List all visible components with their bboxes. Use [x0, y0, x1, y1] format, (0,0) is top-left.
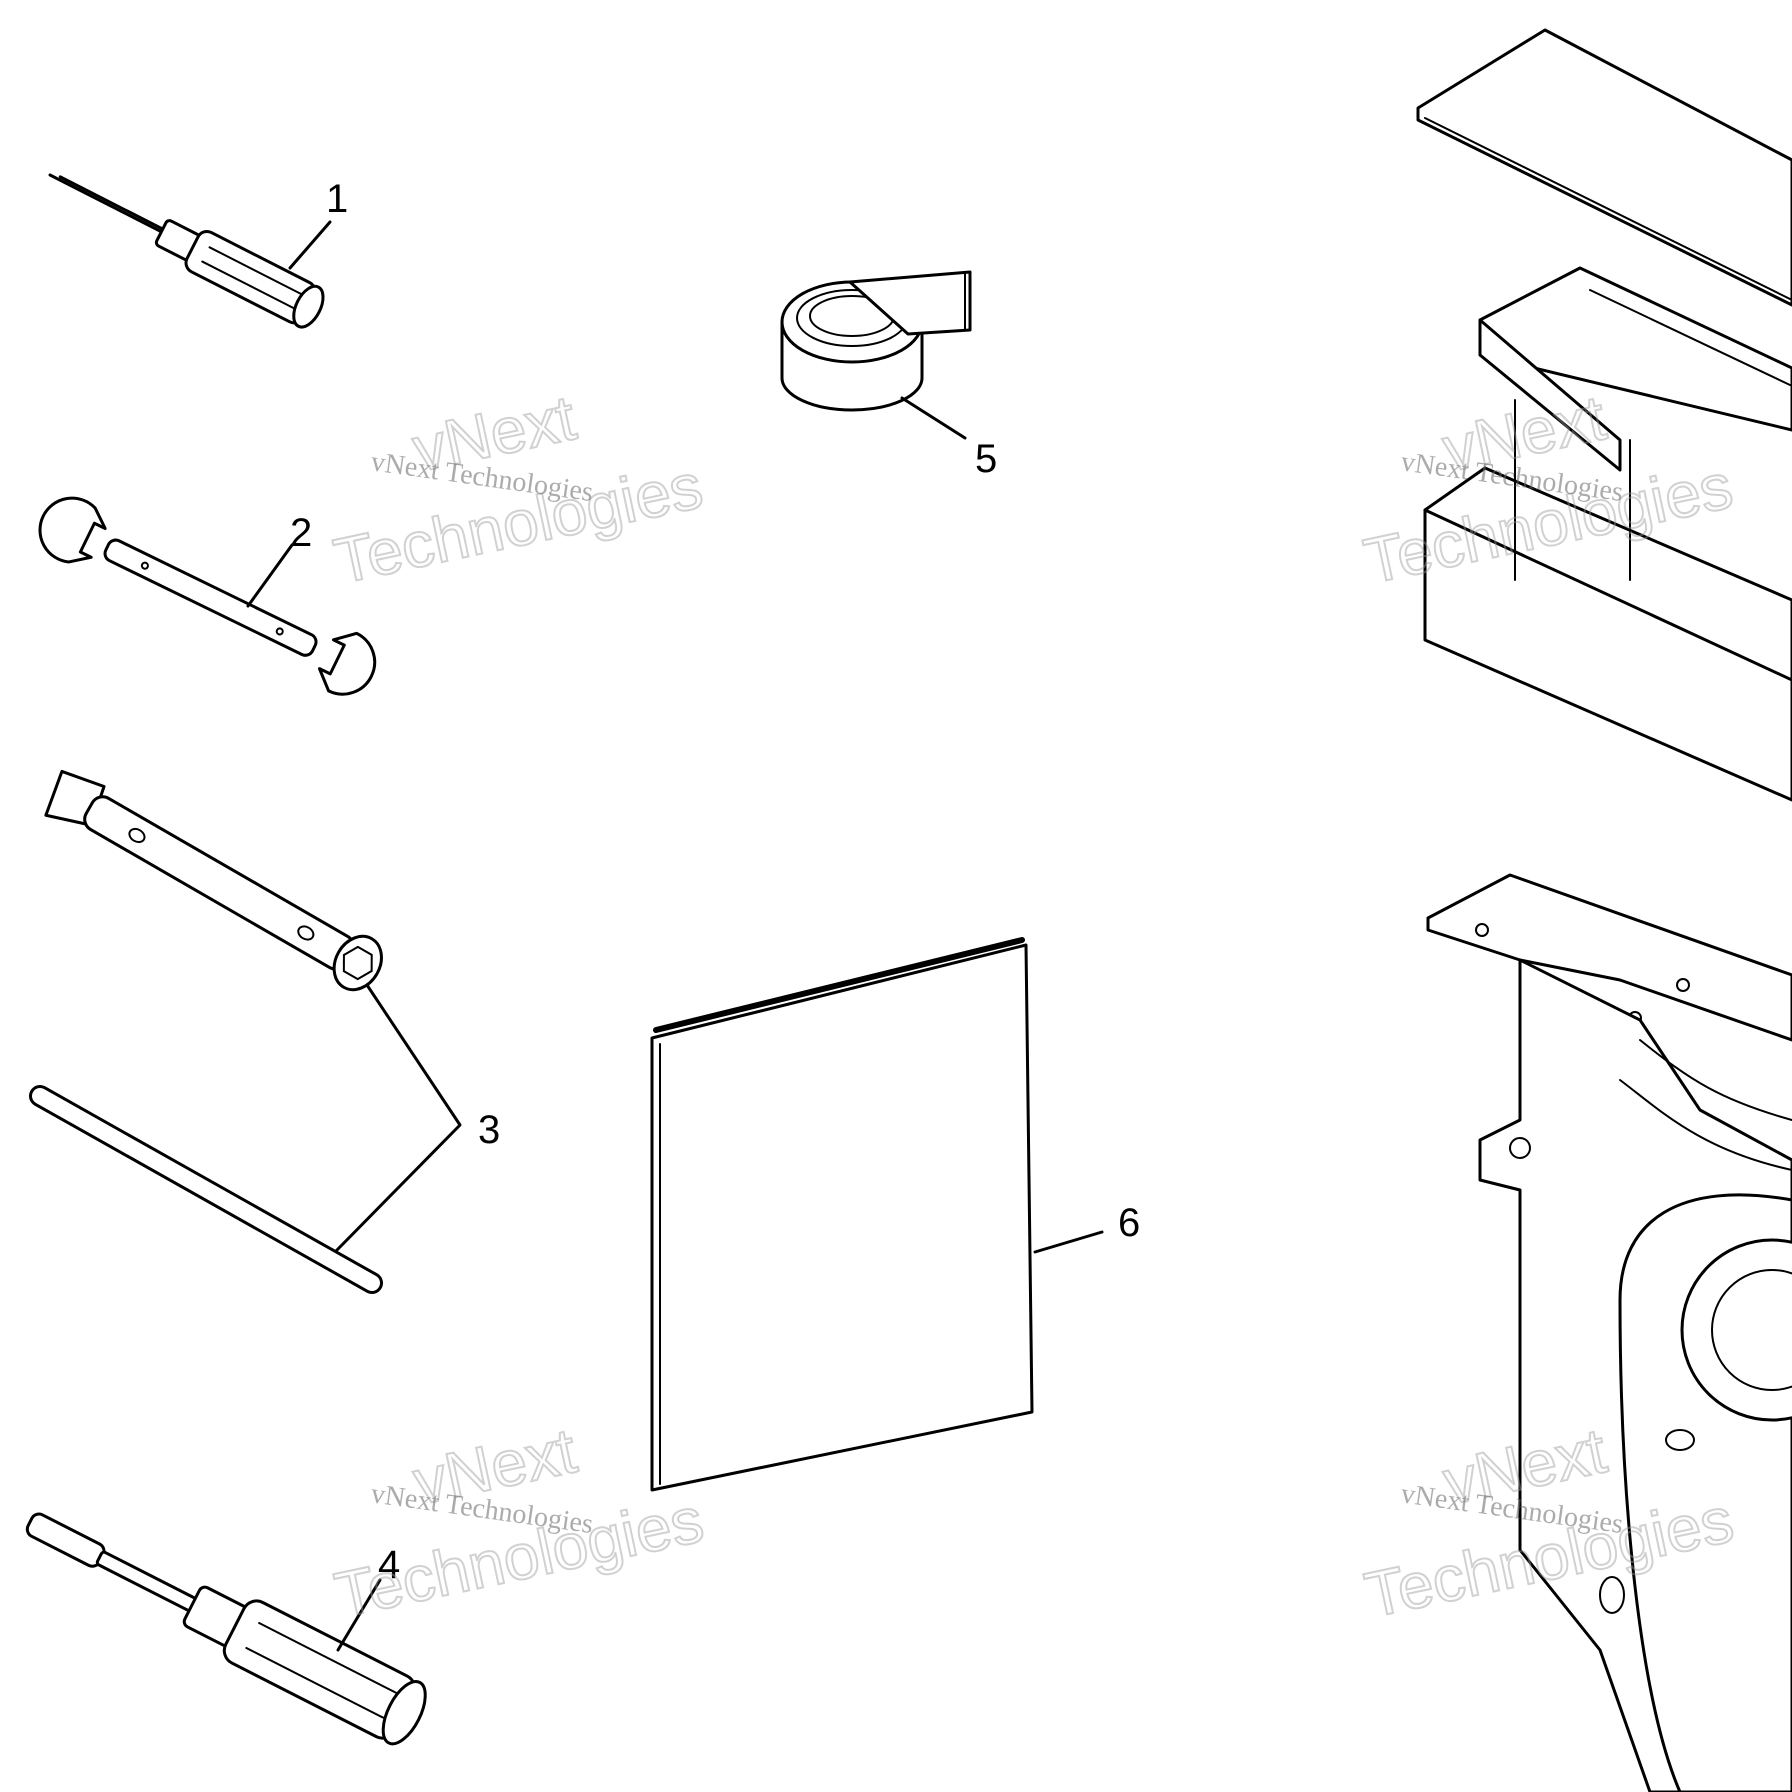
leader-4 — [336, 1578, 382, 1652]
screwdriver-small — [48, 173, 325, 329]
leader-3 — [335, 983, 462, 1252]
tape-roll — [780, 270, 972, 412]
pump-housing — [1426, 873, 1792, 1792]
callout-2: 2 — [290, 511, 312, 555]
callout-4: 4 — [378, 1543, 400, 1587]
leader-5 — [900, 396, 967, 440]
tommy-bar — [29, 1085, 383, 1294]
callout-1: 1 — [326, 177, 348, 221]
storage-lid-top — [1416, 28, 1792, 307]
screwdriver-large — [25, 1512, 427, 1746]
callout-5: 5 — [975, 437, 997, 481]
callout-3: 3 — [478, 1108, 500, 1152]
owners-manual — [650, 937, 1034, 1492]
storage-box — [1423, 399, 1792, 802]
leader-2 — [246, 543, 294, 608]
callout-6: 6 — [1118, 1201, 1140, 1245]
storage-lid-middle — [1478, 266, 1792, 472]
wrench-open-end — [38, 496, 377, 696]
socket-wrench — [44, 769, 383, 992]
leader-6 — [1033, 1230, 1104, 1254]
leader-1 — [288, 220, 332, 270]
